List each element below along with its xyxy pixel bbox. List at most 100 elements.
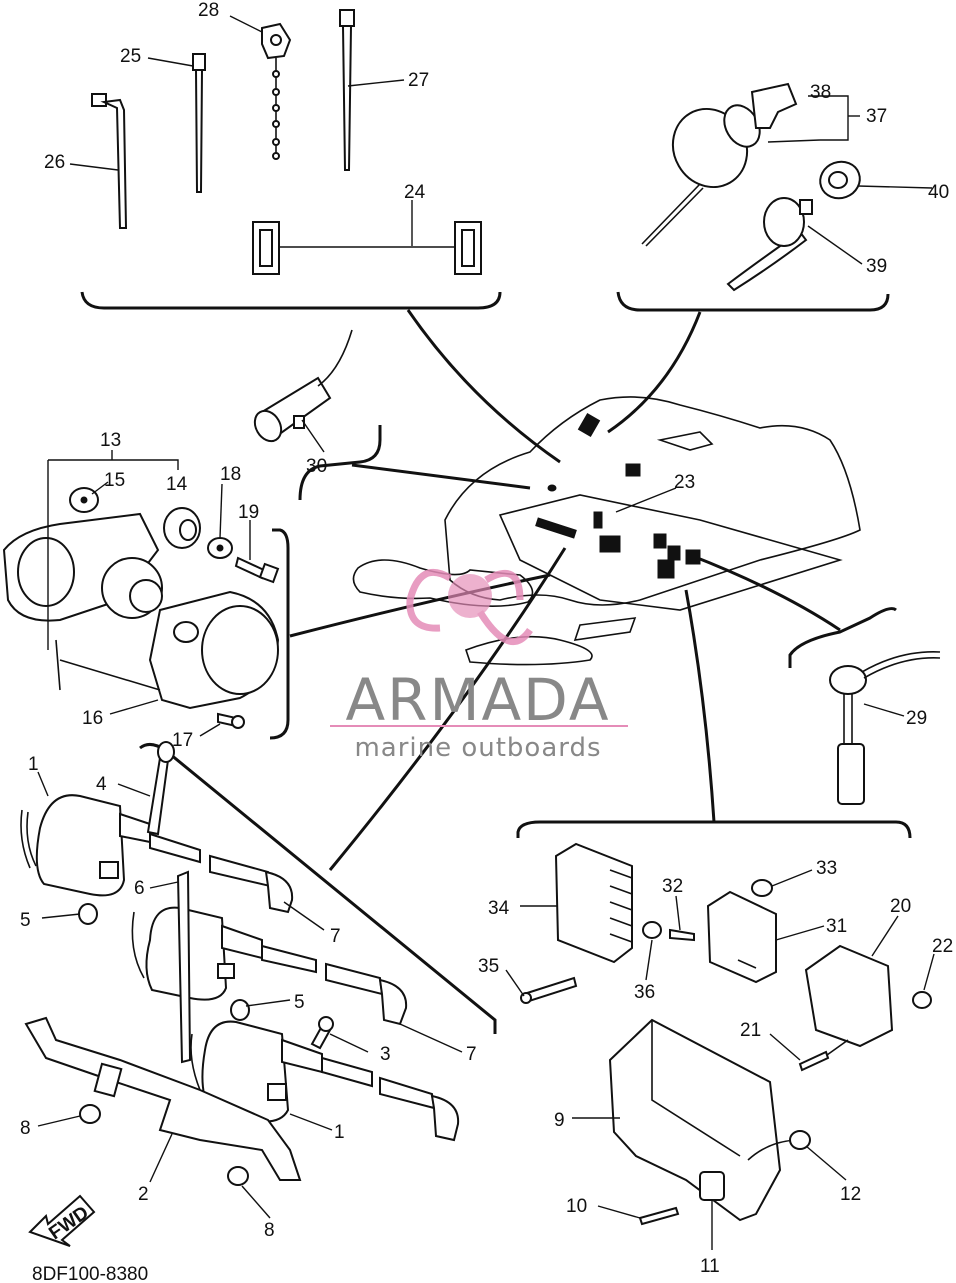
callout-21: 21 [740, 1020, 761, 1041]
callout-leaders [37, 15, 935, 1250]
wire-harness-clamp [252, 221, 482, 275]
ignition-coil-bottom [190, 1020, 323, 1123]
callout-19: 19 [238, 502, 259, 523]
nut-12 [789, 1130, 811, 1150]
callout-4: 4 [96, 774, 107, 795]
callout-16: 16 [82, 708, 103, 729]
coil-clip-6 [176, 870, 192, 1064]
callout-33: 33 [816, 858, 837, 879]
callout-11: 11 [700, 1256, 720, 1277]
starter-washer-18 [207, 537, 233, 559]
bracket-sender [788, 607, 897, 668]
coil-cap-5-lower [230, 999, 250, 1021]
callout-15: 15 [104, 470, 125, 491]
rectifier-34 [554, 842, 633, 964]
coil-cap-5-upper [78, 903, 98, 925]
callout-18: 18 [220, 464, 241, 485]
bracket-switches [616, 291, 890, 312]
callout-26: 26 [44, 152, 65, 173]
bolt-35 [520, 976, 578, 1004]
module-20 [804, 944, 894, 1061]
callout-13: 13 [100, 430, 121, 451]
callout-8: 8 [20, 1118, 31, 1139]
nut-22 [912, 991, 932, 1009]
callout-25: 25 [120, 46, 141, 67]
ignition-coil-middle [131, 906, 263, 1001]
thermo-sensor [829, 651, 941, 805]
callout-1: 1 [334, 1122, 345, 1143]
ignition-coil-top [20, 794, 151, 897]
callout-23: 23 [674, 472, 695, 493]
callout-1: 1 [28, 754, 39, 775]
nut-33 [751, 879, 773, 897]
leader-coils-to-engine [328, 547, 567, 871]
callout-labels: 1 1 2 3 4 5 5 6 7 7 8 8 9 10 11 12 13 14… [20, 0, 953, 1277]
callout-28: 28 [198, 0, 219, 21]
coil-nut-8-left [79, 1104, 101, 1124]
starter-bolt-17 [217, 712, 245, 729]
callout-7: 7 [466, 1044, 477, 1065]
main-switch [641, 82, 798, 247]
callout-12: 12 [840, 1184, 861, 1205]
callout-40: 40 [928, 182, 949, 203]
callout-10: 10 [566, 1196, 587, 1217]
bracket-fasteners [80, 291, 502, 310]
cdi-unit-9 [608, 1018, 801, 1222]
leader-capacitor-to-engine [351, 463, 531, 490]
cable-tie-short [192, 53, 206, 193]
callout-36: 36 [634, 982, 655, 1003]
callout-14: 14 [166, 474, 188, 495]
coil-bolt-3 [310, 1016, 334, 1050]
starter-grommet-14 [163, 507, 201, 549]
callout-39: 39 [866, 256, 887, 277]
callout-5: 5 [294, 992, 305, 1013]
callout-9: 9 [554, 1110, 565, 1131]
relay-31 [706, 890, 777, 984]
coil-nut-8-bottom [227, 1166, 249, 1186]
cable-tie-clip [91, 93, 128, 229]
callout-5: 5 [20, 910, 31, 931]
starter-bolt-15 [69, 487, 99, 513]
leader-switches-to-engine [607, 311, 702, 434]
lanyard-switch [726, 197, 813, 292]
switch-knob [819, 160, 861, 200]
callout-32: 32 [662, 876, 683, 897]
callout-17: 17 [172, 730, 193, 751]
callout-27: 27 [408, 70, 429, 91]
cable-holder-chain [261, 22, 292, 160]
callout-7: 7 [330, 926, 341, 947]
starter-bolt-19 [234, 556, 280, 584]
bolt-21 [798, 1050, 830, 1072]
bolt-32 [669, 928, 695, 942]
leader-fasteners-to-engine [406, 309, 561, 464]
bracket-starter [269, 528, 290, 740]
brand-tagline: marine outboards [354, 733, 601, 763]
plug-cap-bottom [321, 1056, 460, 1142]
nut-36 [642, 921, 662, 939]
plug-cap-middle [261, 944, 408, 1026]
bracket-electronics [516, 820, 912, 839]
callout-24: 24 [404, 182, 426, 203]
callout-2: 2 [138, 1184, 149, 1205]
callout-20: 20 [890, 896, 911, 917]
brand-name: ARMADA [345, 666, 610, 734]
callout-6: 6 [134, 878, 145, 899]
callout-30: 30 [306, 456, 327, 477]
capacitor [253, 329, 353, 443]
callout-38: 38 [810, 82, 831, 103]
callout-3: 3 [380, 1044, 391, 1065]
leader-sender-to-engine [689, 553, 841, 632]
plug-cap-top [149, 832, 294, 914]
callout-37: 37 [866, 106, 887, 127]
callout-31: 31 [826, 916, 847, 937]
callout-35: 35 [478, 956, 499, 977]
drawing-code: 8DF100-8380 [32, 1264, 148, 1283]
callout-8: 8 [264, 1220, 275, 1241]
callout-22: 22 [932, 936, 953, 957]
coil-bracket [24, 1016, 302, 1181]
bolt-10 [638, 1206, 680, 1226]
cable-tie-long [339, 9, 355, 171]
leader-electronics-to-engine [684, 589, 716, 823]
